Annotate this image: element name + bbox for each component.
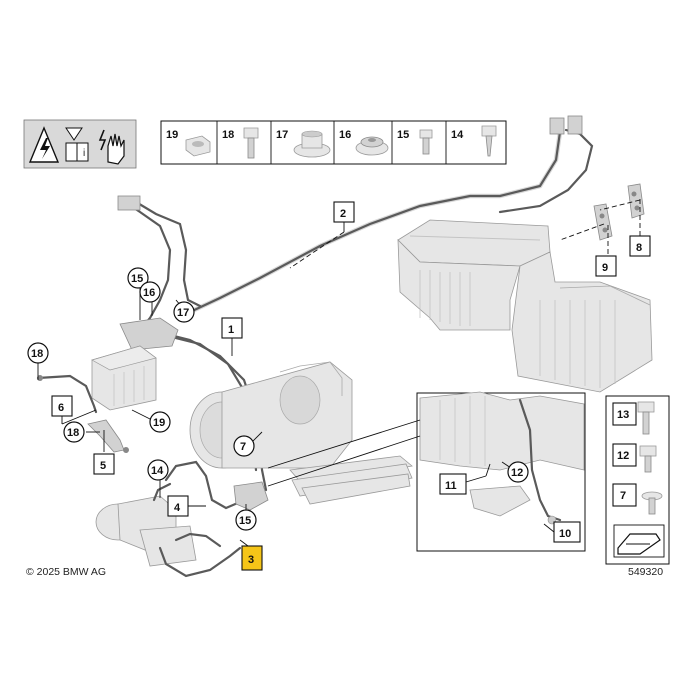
- callout-15-upper: 15: [127, 267, 149, 289]
- fastener-strip: 19 18 17 16 15 14: [160, 120, 507, 165]
- bolt-12-image: [639, 445, 657, 473]
- svg-text:16: 16: [143, 287, 155, 299]
- callout-12: 12: [507, 461, 529, 483]
- bolt-18-image: [243, 127, 259, 159]
- callout-8: 8: [629, 235, 651, 257]
- holder-5-image: [87, 419, 129, 453]
- callout-16: 16: [139, 281, 161, 303]
- collar-nut-16-image: [355, 136, 389, 156]
- strip-label-16: 16: [339, 129, 351, 141]
- callout-10: 10: [553, 521, 581, 543]
- svg-text:6: 6: [58, 402, 64, 414]
- callout-1: 1: [221, 317, 243, 339]
- callout-17: 17: [173, 301, 195, 323]
- svg-text:15: 15: [239, 515, 251, 527]
- direction-arrow-icon: [613, 524, 665, 558]
- svg-text:14: 14: [151, 465, 164, 477]
- side-label-7-box: [612, 483, 637, 507]
- side-label-12: 12: [617, 450, 629, 462]
- hv-cable-4-image: [152, 460, 242, 510]
- svg-text:10: 10: [559, 528, 571, 540]
- side-fastener-box: 13 12 7: [605, 395, 670, 565]
- svg-text:7: 7: [240, 441, 246, 453]
- side-label-13-box: [612, 402, 637, 426]
- callout-7: 7: [233, 435, 255, 457]
- stud-7-image: [641, 491, 663, 515]
- svg-text:8: 8: [636, 242, 642, 254]
- callout-4: 4: [167, 495, 189, 517]
- side-label-12-box: [612, 443, 637, 467]
- svg-text:17: 17: [177, 307, 189, 319]
- svg-text:15: 15: [131, 273, 143, 285]
- high-voltage-warning-panel: i: [23, 119, 137, 169]
- manual-book-icon: i: [65, 127, 89, 162]
- svg-text:5: 5: [100, 460, 106, 472]
- side-label-13: 13: [617, 409, 629, 421]
- copyright-text: © 2025 BMW AG: [26, 566, 106, 578]
- high-voltage-warning-icon: [28, 126, 60, 163]
- holder-6-image: [36, 374, 98, 414]
- callout-6: 6: [51, 395, 73, 417]
- hv-cable-2-image: [187, 115, 594, 315]
- callout-18-upper: 18: [27, 342, 49, 364]
- svg-text:11: 11: [445, 480, 457, 492]
- callout-19: 19: [149, 411, 171, 433]
- screw-14-image: [481, 125, 497, 157]
- ac-compressor-image: [95, 495, 197, 567]
- heater-element-image: [289, 455, 413, 505]
- strip-label-19: 19: [166, 129, 178, 141]
- svg-text:19: 19: [153, 417, 165, 429]
- callout-11: 11: [439, 473, 467, 495]
- svg-text:12: 12: [511, 467, 523, 479]
- callout-9: 9: [595, 255, 617, 277]
- bracket-9-image: [593, 203, 613, 241]
- svg-text:1: 1: [228, 324, 234, 336]
- callout-leaders: [37, 196, 641, 547]
- strip-label-14: 14: [451, 129, 464, 141]
- callout-18-lower: 18: [63, 421, 85, 443]
- electronic-unit-image: [91, 345, 157, 411]
- strip-label-17: 17: [276, 129, 288, 141]
- svg-text:9: 9: [602, 262, 608, 274]
- strip-label-15: 15: [397, 129, 409, 141]
- svg-text:3: 3: [248, 554, 254, 566]
- collar-nut-17-image: [293, 130, 331, 158]
- svg-text:2: 2: [340, 208, 346, 220]
- callout-2: 2: [333, 201, 355, 223]
- side-label-7: 7: [620, 490, 626, 502]
- hex-nut-19-image: [185, 135, 211, 157]
- svg-text:i: i: [83, 148, 85, 159]
- callout-15-lower: 15: [235, 509, 257, 531]
- high-voltage-battery-image: [397, 219, 653, 393]
- svg-text:4: 4: [174, 502, 181, 514]
- connector-unit-image: [233, 481, 269, 511]
- hv-cable-3-image: [158, 532, 242, 578]
- drawing-number: 549320: [628, 566, 663, 578]
- bolt-15-image: [419, 129, 433, 155]
- transmission-image: [189, 361, 353, 469]
- strip-label-18: 18: [222, 129, 234, 141]
- bolt-13-image: [637, 401, 655, 435]
- callout-5: 5: [93, 453, 115, 475]
- svg-text:18: 18: [67, 427, 79, 439]
- callout-14: 14: [147, 459, 169, 481]
- callout-3-highlighted: 3: [241, 545, 263, 571]
- svg-text:18: 18: [31, 348, 43, 360]
- electric-hand-icon: [98, 129, 125, 165]
